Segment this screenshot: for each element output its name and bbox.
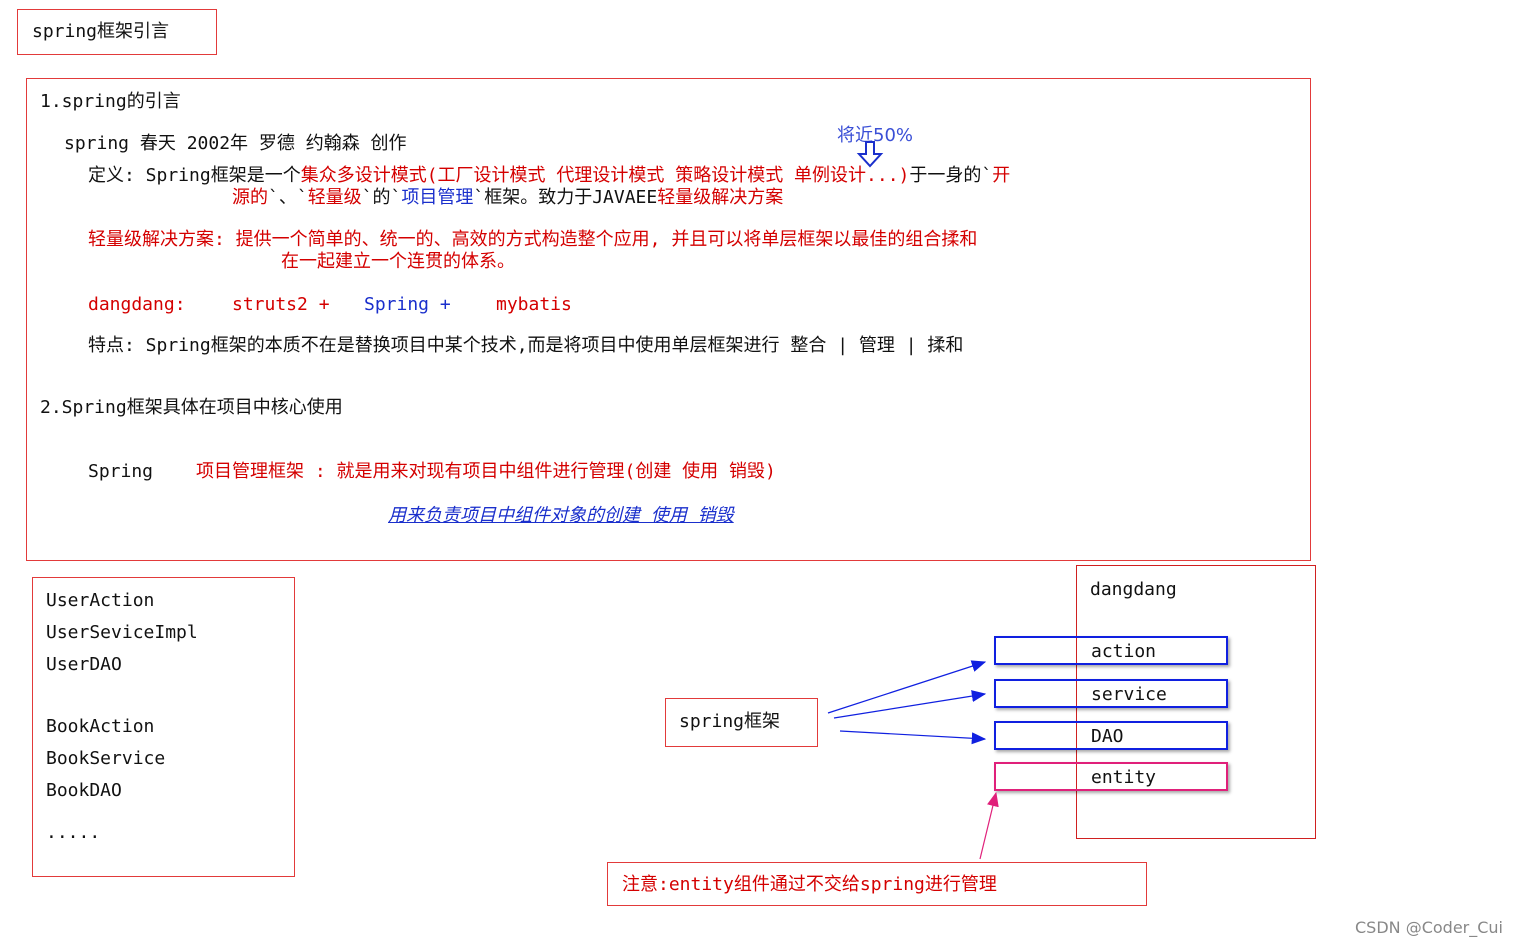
def-prefix: 定义: Spring框架是一个 (88, 165, 301, 186)
list-item: BookDAO (46, 780, 122, 801)
component-label: action (1091, 641, 1157, 662)
component-list-box (32, 577, 295, 877)
list-item: BookService (46, 748, 166, 769)
component-entity: entity (994, 762, 1228, 791)
definition-line1: 定义: Spring框架是一个集众多设计模式(工厂设计模式 代理设计模式 策略设… (88, 165, 1010, 187)
list-item: UserSeviceImpl (46, 622, 198, 643)
arrow-to-action (827, 660, 987, 714)
dd-label: dangdang: (88, 294, 186, 315)
dangdang-title: dangdang (1090, 579, 1177, 600)
component-link[interactable]: 用来负责项目中组件对象的创建 使用 销毁 (388, 505, 734, 526)
feature-line: 特点: Spring框架的本质不在是替换项目中某个技术,而是将项目中使用单层框架… (88, 335, 964, 356)
watermark: CSDN @Coder_Cui (1355, 918, 1503, 937)
dd-mybatis: mybatis (496, 294, 572, 315)
spring-framework-box: spring框架 (665, 698, 818, 747)
spring-origin: spring 春天 2002年 罗德 约翰森 创作 (64, 133, 407, 154)
component-action: action (994, 636, 1228, 665)
def-sep2: `的` (361, 187, 402, 208)
def-sep1: `、` (268, 187, 308, 208)
component-service: service (994, 679, 1228, 708)
title-box: spring框架引言 (17, 9, 217, 55)
lightweight-line1: 轻量级解决方案: 提供一个简单的、统一的、高效的方式构造整个应用, 并且可以将单… (88, 229, 978, 250)
page-title: spring框架引言 (32, 21, 170, 42)
section2-heading: 2.Spring框架具体在项目中核心使用 (40, 397, 343, 418)
pm-description: 项目管理框架 : 就是用来对现有项目中组件进行管理(创建 使用 销毁) (196, 461, 776, 482)
list-item: UserDAO (46, 654, 122, 675)
list-item: UserAction (46, 590, 155, 611)
def-mid: 于一身的` (909, 165, 993, 186)
component-dao: DAO (994, 721, 1228, 750)
dd-spring: Spring + (364, 294, 451, 315)
component-label: service (1091, 684, 1167, 705)
annotation-text: 将近50% (837, 125, 914, 146)
dangdang-box: dangdang (1076, 565, 1316, 839)
lightweight-line2: 在一起建立一个连贯的体系。 (281, 251, 515, 272)
note-text: 注意:entity组件通过不交给spring进行管理 (622, 874, 997, 895)
def-sep3: `框架。致力于JAVAEE (473, 187, 658, 208)
spring-box-label: spring框架 (679, 711, 781, 732)
def-open1: 开 (992, 165, 1011, 186)
definition-line2: 源的`、`轻量级`的`项目管理`框架。致力于JAVAEE轻量级解决方案 (232, 187, 783, 209)
component-label: DAO (1091, 726, 1124, 747)
list-item: BookAction (46, 716, 155, 737)
dd-struts: struts2 + (232, 294, 330, 315)
def-light: 轻量级 (307, 187, 362, 208)
list-item: ..... (46, 822, 101, 843)
def-pm: 项目管理 (401, 187, 474, 208)
note-box: 注意:entity组件通过不交给spring进行管理 (607, 862, 1147, 906)
arrow-to-service (833, 690, 987, 719)
arrow-to-dao (839, 730, 987, 745)
def-open2: 源的 (232, 187, 268, 208)
arrow-to-entity (979, 791, 999, 860)
intro-box (26, 78, 1311, 561)
component-label: entity (1091, 767, 1157, 788)
def-tail: 轻量级解决方案 (657, 187, 784, 208)
spring-word: Spring (88, 461, 154, 482)
section1-heading: 1.spring的引言 (40, 91, 181, 112)
def-patterns: 集众多设计模式(工厂设计模式 代理设计模式 策略设计模式 单例设计...) (300, 165, 910, 186)
